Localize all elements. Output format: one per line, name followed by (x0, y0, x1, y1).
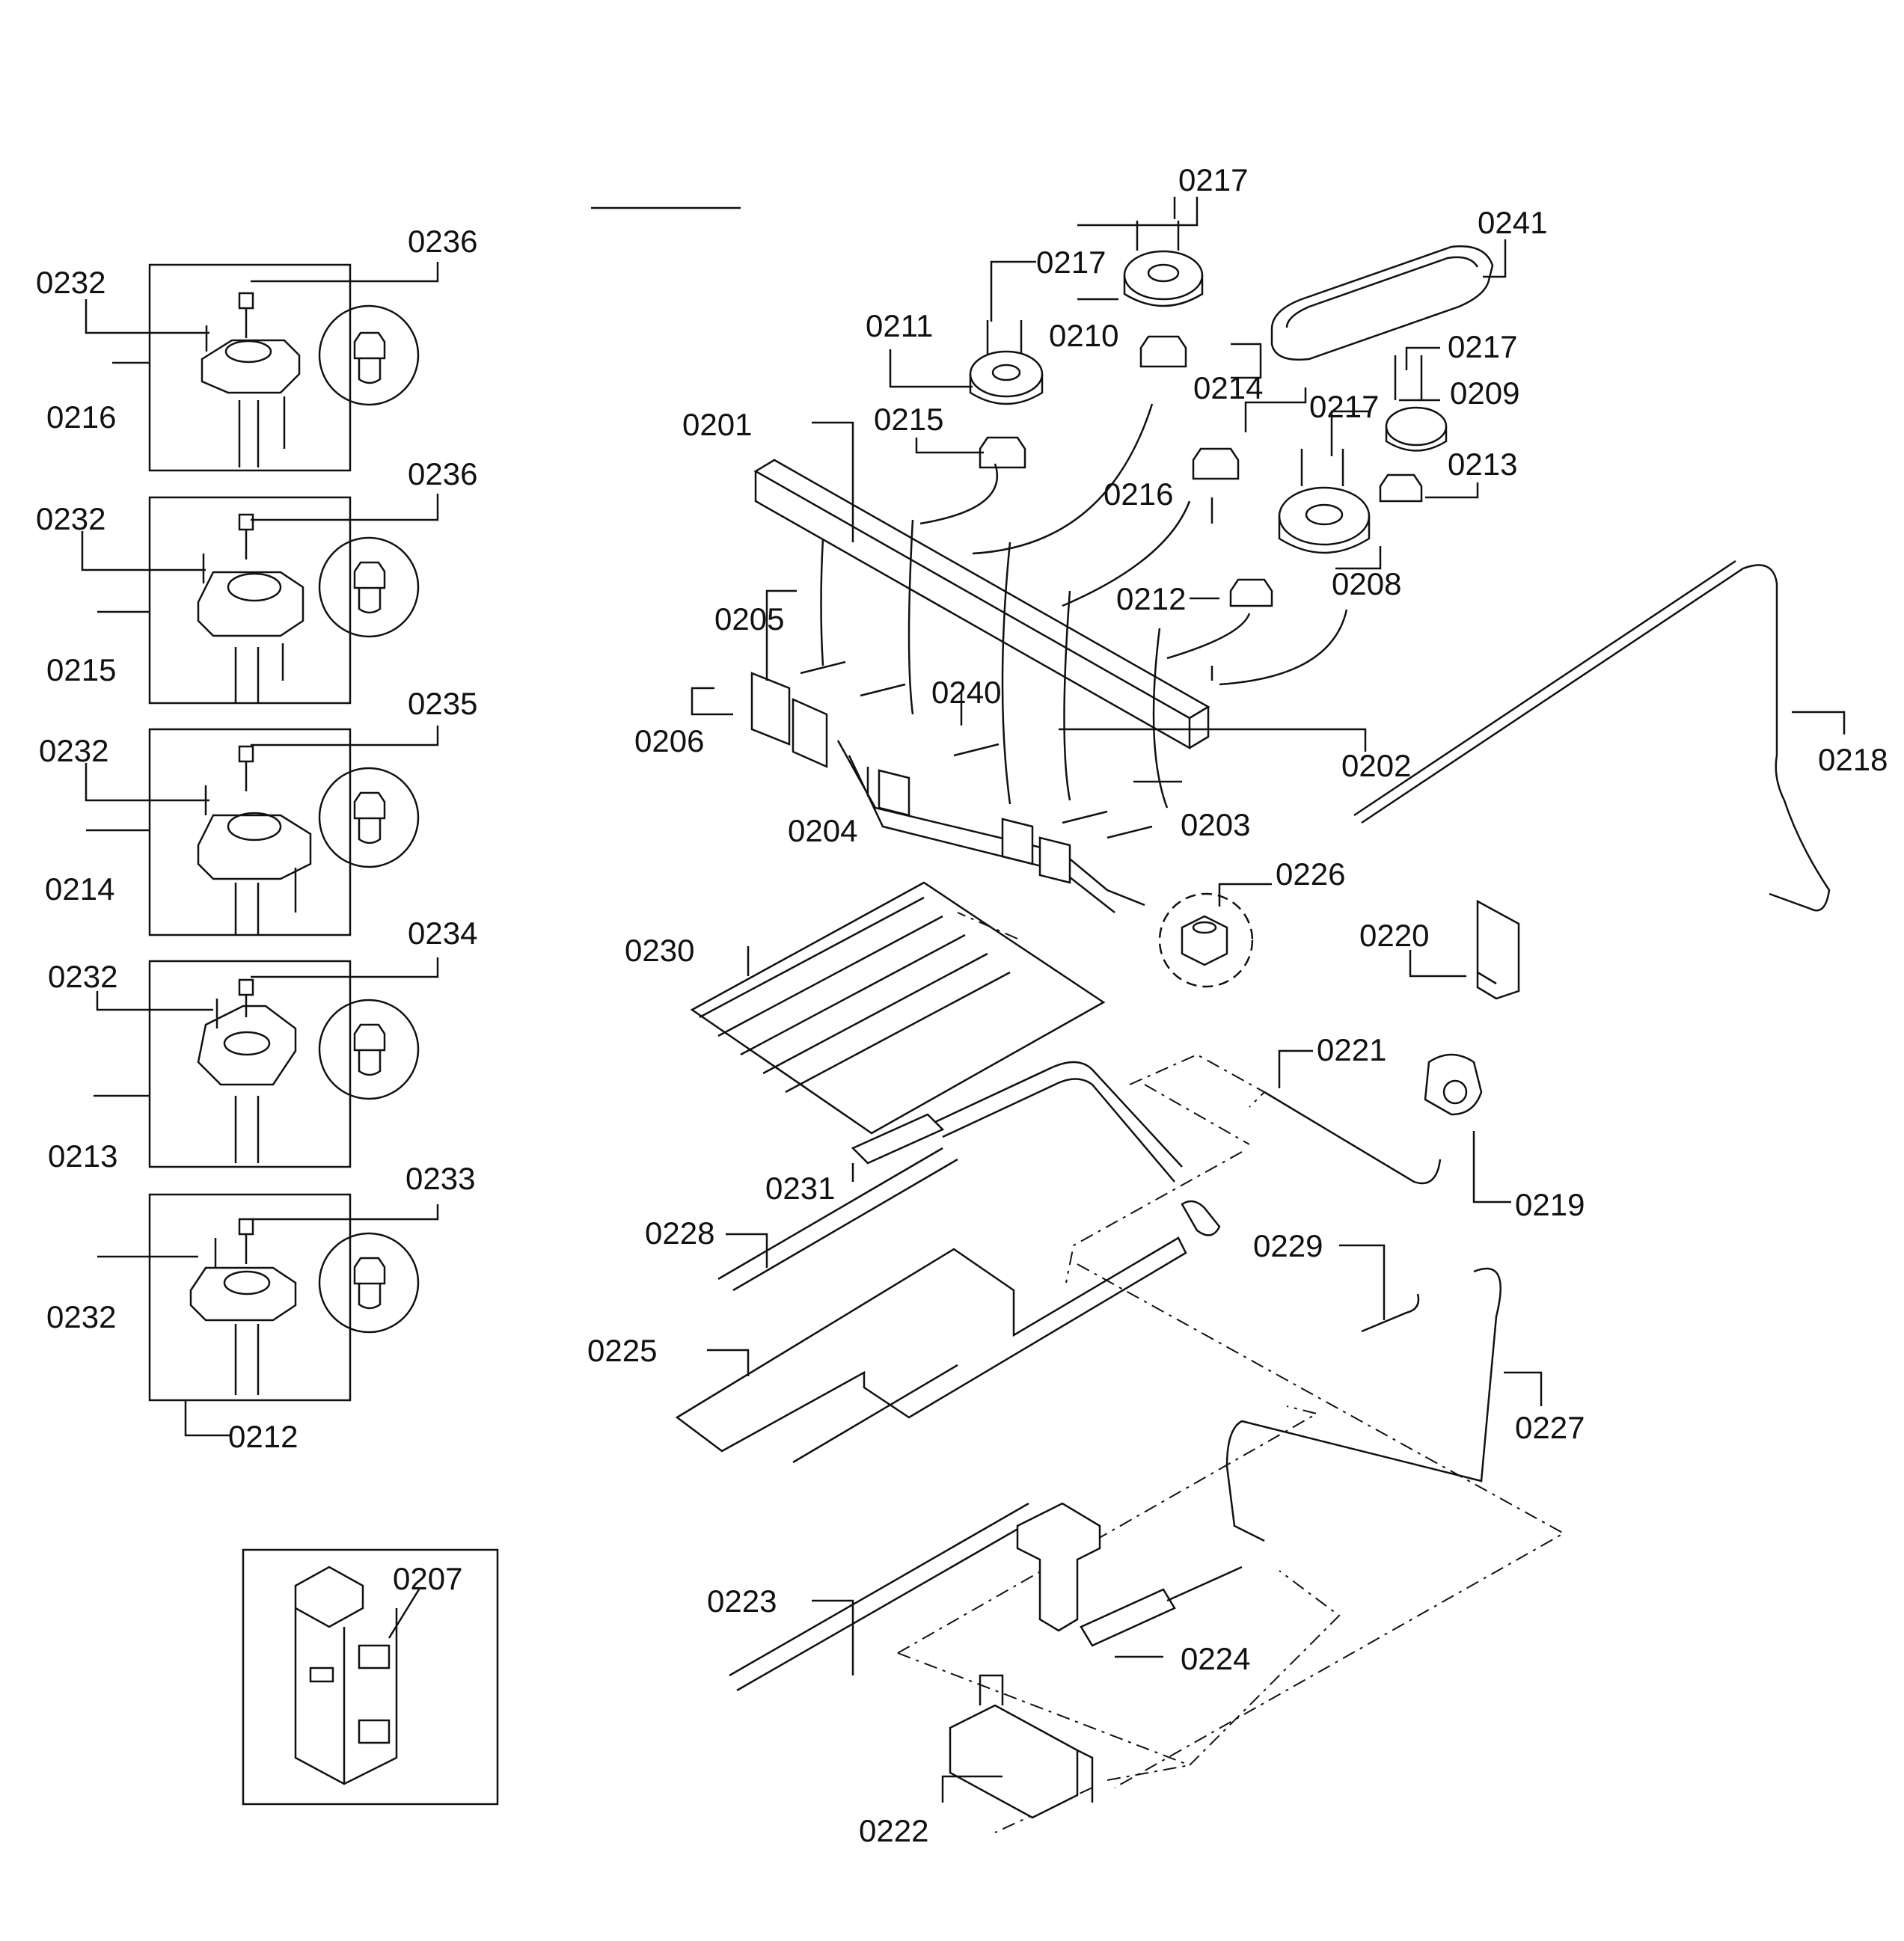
detail-box-0216 (148, 263, 420, 472)
label-0241: 0241 (1478, 205, 1547, 240)
label-0221: 0221 (1317, 1032, 1386, 1067)
detail-box-0215 (148, 496, 420, 705)
label-0214-a: 0214 (45, 871, 114, 907)
label-0204: 0204 (788, 813, 857, 848)
label-0234: 0234 (408, 916, 477, 951)
label-0213-a: 0213 (48, 1138, 117, 1174)
label-0215-a: 0215 (46, 652, 116, 687)
label-0225: 0225 (587, 1333, 657, 1368)
label-0217-b: 0217 (1036, 245, 1106, 280)
label-0226: 0226 (1276, 856, 1345, 892)
label-0232-b: 0232 (36, 501, 105, 536)
label-0220: 0220 (1359, 918, 1429, 953)
label-0207: 0207 (393, 1561, 462, 1596)
label-0206: 0206 (634, 723, 704, 758)
label-0217-top: 0217 (1178, 162, 1248, 197)
label-0202: 0202 (1341, 748, 1411, 783)
label-0208: 0208 (1332, 566, 1401, 601)
label-0205: 0205 (714, 601, 784, 637)
label-0227: 0227 (1515, 1410, 1585, 1445)
label-0224: 0224 (1181, 1641, 1250, 1676)
label-0212-a: 0212 (228, 1419, 298, 1454)
part-labels: 0236 0232 0216 0236 0232 0215 0235 0232 … (36, 162, 1888, 1848)
detail-box-0213 (148, 960, 420, 1168)
label-0230: 0230 (625, 933, 694, 968)
main-assembly (591, 206, 1831, 1833)
label-0240: 0240 (931, 675, 1001, 710)
label-0211: 0211 (866, 308, 933, 343)
label-0203: 0203 (1181, 807, 1250, 842)
label-0232-a: 0232 (36, 265, 105, 300)
label-0235: 0235 (408, 686, 477, 721)
label-0223: 0223 (707, 1583, 777, 1619)
label-0216-b: 0216 (1103, 476, 1173, 512)
label-0231: 0231 (765, 1171, 835, 1206)
label-0217-c: 0217 (1448, 329, 1517, 364)
label-0236-a: 0236 (408, 224, 477, 259)
label-0236-b: 0236 (408, 456, 477, 491)
detail-box-0214 (148, 728, 420, 936)
detail-box-0207 (242, 1548, 499, 1806)
label-0212-b: 0212 (1116, 581, 1186, 616)
label-0218: 0218 (1818, 742, 1888, 777)
label-0232-e: 0232 (46, 1299, 116, 1334)
label-0222: 0222 (859, 1813, 928, 1848)
label-0214-b: 0214 (1193, 370, 1263, 405)
label-0209: 0209 (1450, 375, 1519, 411)
main-leaders (691, 197, 1846, 1803)
left-leaders (81, 262, 439, 1639)
label-0229: 0229 (1253, 1228, 1323, 1263)
detail-box-0212 (148, 1193, 420, 1402)
label-0232-c: 0232 (39, 733, 108, 768)
label-0232-d: 0232 (48, 959, 117, 994)
label-0210: 0210 (1049, 318, 1118, 353)
label-0233: 0233 (405, 1161, 475, 1196)
label-0216-a: 0216 (46, 399, 116, 435)
label-0201: 0201 (682, 407, 752, 442)
label-0228: 0228 (645, 1215, 714, 1251)
label-0217-d: 0217 (1309, 389, 1379, 424)
label-0219: 0219 (1515, 1187, 1585, 1222)
label-0215-b: 0215 (874, 402, 943, 437)
label-0213-b: 0213 (1448, 447, 1517, 482)
